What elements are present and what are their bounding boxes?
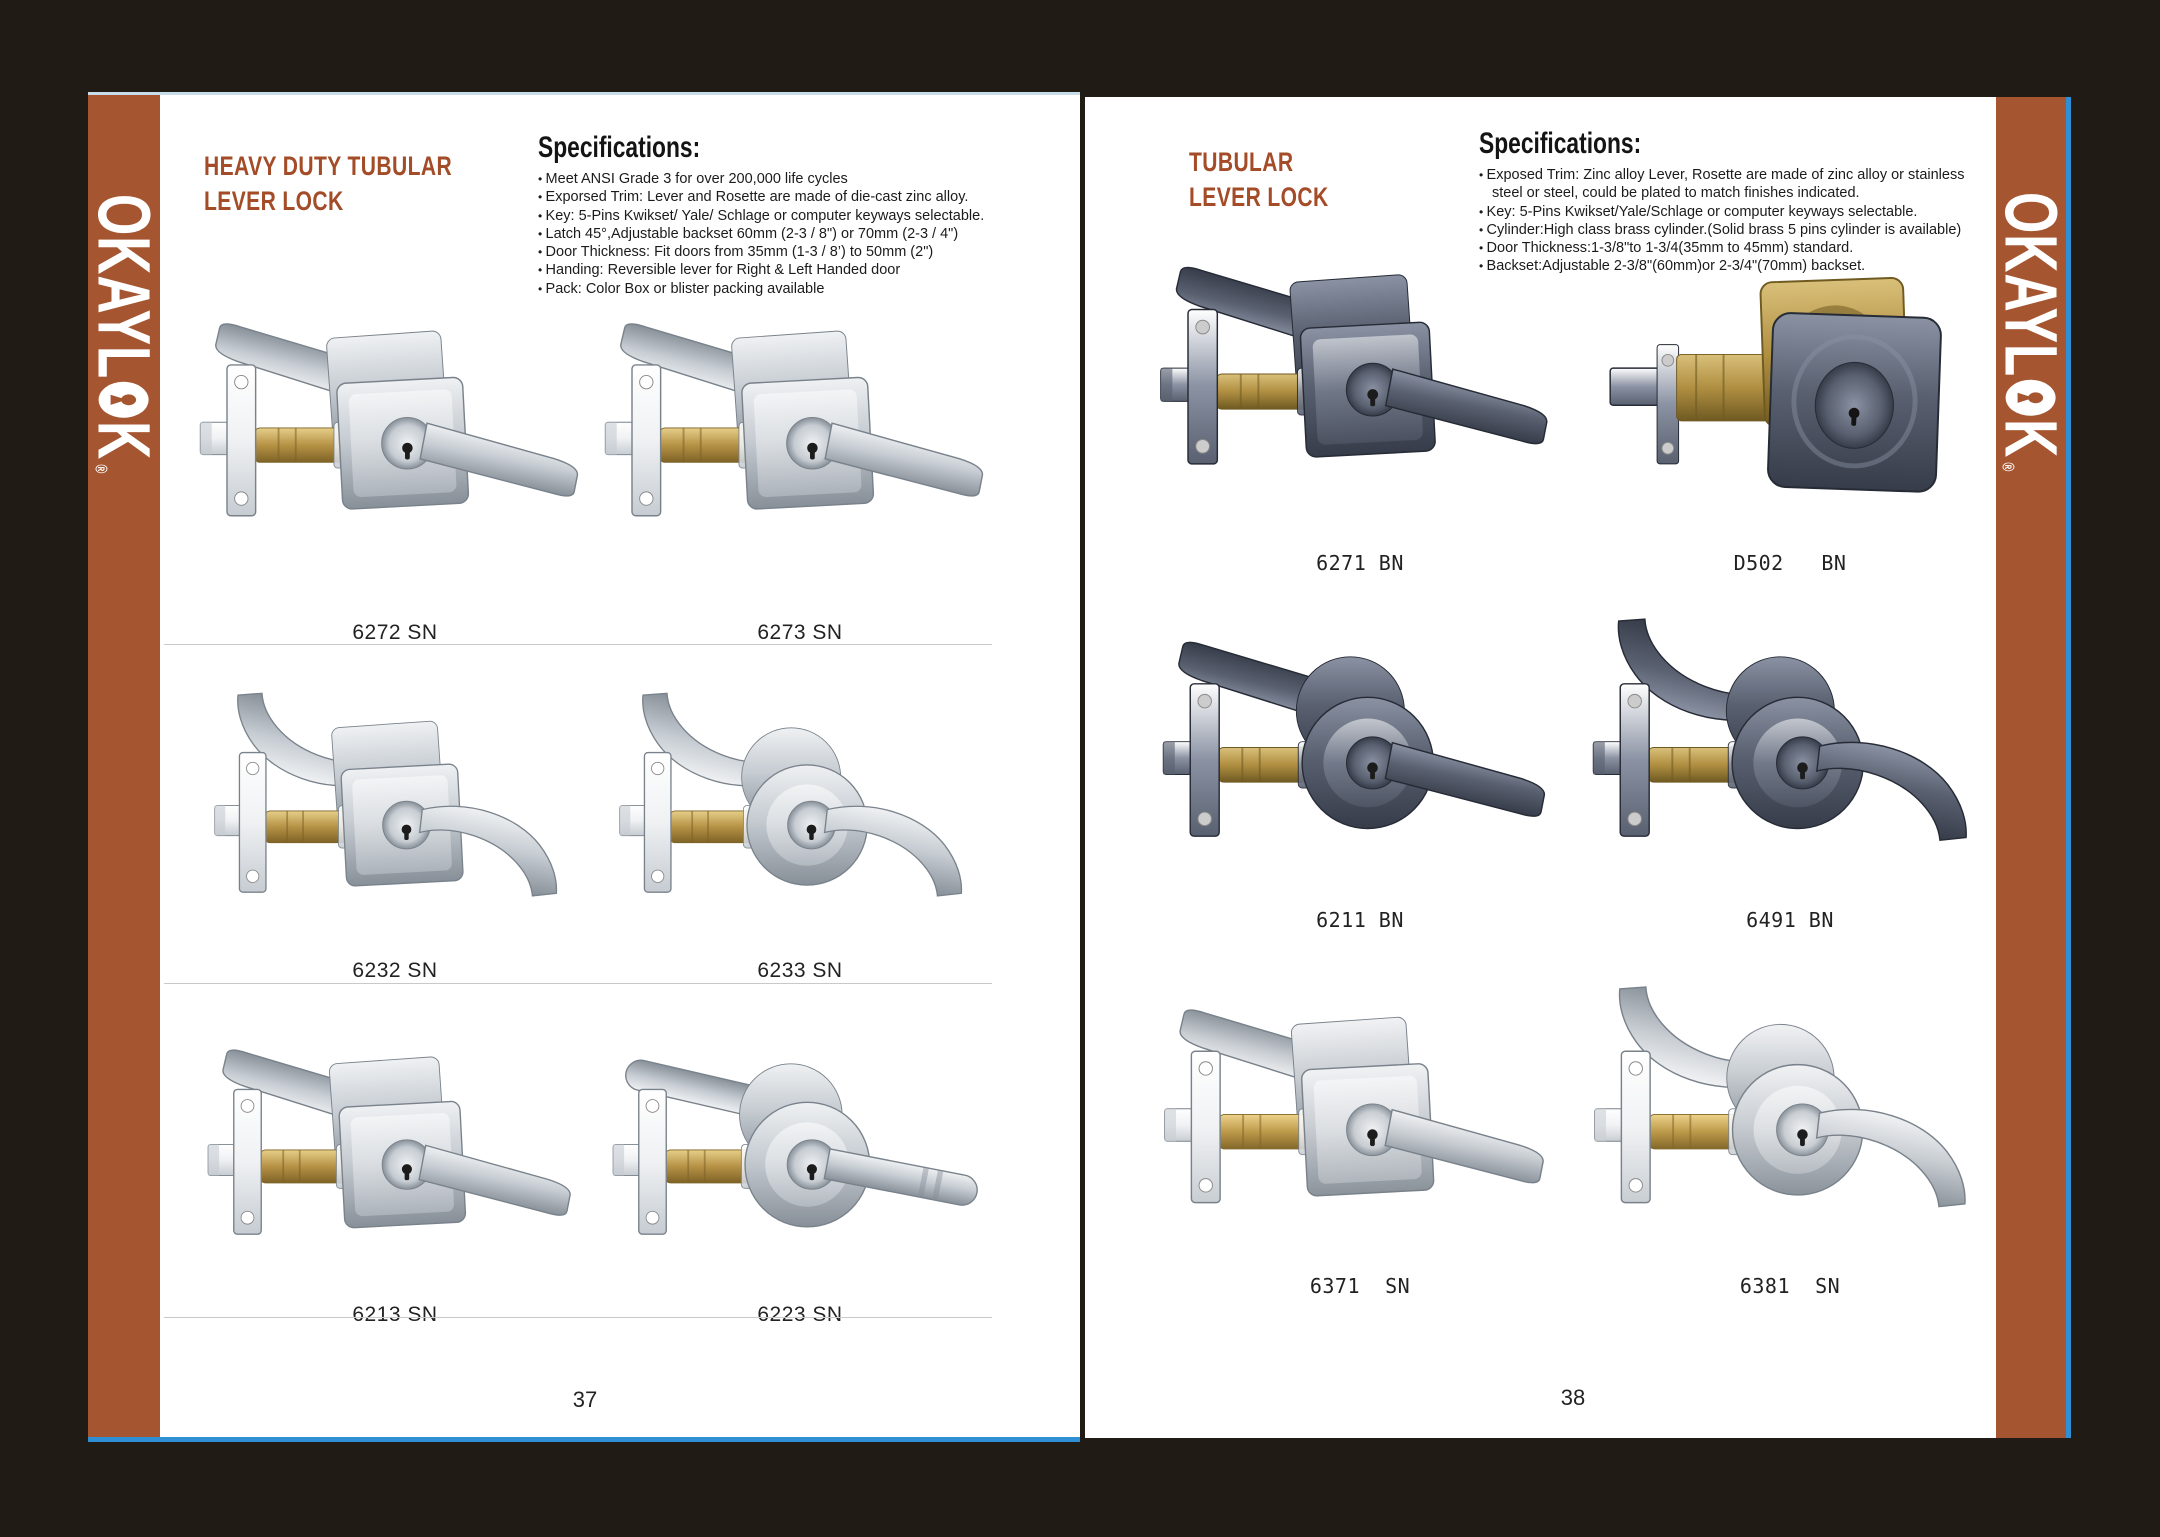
product-model: 6491 BN <box>1746 908 1834 932</box>
product-cell: 6223 SN <box>590 1007 1010 1327</box>
row-divider <box>164 1317 992 1318</box>
specifications-heading: Specifications: <box>538 131 701 164</box>
product-image <box>590 673 1010 947</box>
spec-item: Meet ANSI Grade 3 for over 200,000 life … <box>538 170 1018 188</box>
product-image <box>1575 207 2005 539</box>
product-model: 6371 SN <box>1309 1274 1411 1298</box>
spec-item: Door Thickness:1-3/8"to 1-3/4(35mm to 45… <box>1479 239 1979 257</box>
product-cell: 6272 SN <box>185 245 605 645</box>
product-image <box>1145 965 1575 1262</box>
row-divider <box>164 644 992 645</box>
logo-suffix: K <box>83 420 167 461</box>
product-image <box>185 245 605 609</box>
logo-prefix: OKAYL <box>83 193 167 380</box>
product-model: 6223 SN <box>757 1303 843 1326</box>
product-cell: 6271 BN <box>1145 207 1575 575</box>
product-image <box>1145 207 1575 539</box>
product-cell: 6491 BN <box>1575 597 2005 932</box>
page-title-line2: LEVER LOCK <box>1189 181 1329 212</box>
product-cell: 6233 SN <box>590 673 1010 983</box>
spec-item: Key: 5-Pins Kwikset/ Yale/ Schlage or co… <box>538 207 1018 225</box>
product-model: 6233 SN <box>757 959 843 982</box>
product-cell: 6232 SN <box>185 673 605 983</box>
product-cell: 6371 SN <box>1145 965 1575 1298</box>
product-cell: 6381 SN <box>1575 965 2005 1298</box>
product-model: 6213 SN <box>352 1303 438 1326</box>
spec-item: Key: 5-Pins Kwikset/Yale/Schlage or comp… <box>1479 203 1979 221</box>
page-title-line1: HEAVY DUTY TUBULAR <box>204 151 453 181</box>
specifications-heading: Specifications: <box>1479 127 1642 160</box>
product-model: D502 BN <box>1733 551 1847 575</box>
spec-item: Exporsed Trim: Lever and Rosette are mad… <box>538 188 1018 206</box>
product-image <box>590 1007 1010 1291</box>
page-title: TUBULAR LEVER LOCK <box>1189 145 1329 214</box>
product-model: 6272 SN <box>352 621 438 644</box>
brand-logo: OKAYL K ® <box>1990 167 2074 497</box>
product-model: 6211 BN <box>1316 908 1404 932</box>
spec-item: Latch 45°,Adjustable backset 60mm (2-3 /… <box>538 225 1018 243</box>
product-model: 6273 SN <box>757 621 843 644</box>
brand-strip-right: OKAYL K ® <box>1990 97 2074 1438</box>
product-image <box>185 1007 605 1291</box>
product-cell: 6211 BN <box>1145 597 1575 932</box>
brand-logo: OKAYL K ® <box>83 169 167 499</box>
keyhole-o-icon <box>99 381 150 418</box>
brand-logo-text: OKAYL K ® <box>83 193 167 475</box>
product-model: 6232 SN <box>352 959 438 982</box>
product-cell: 6213 SN <box>185 1007 605 1327</box>
product-image <box>1575 597 2005 896</box>
brand-strip-left: OKAYL K ® <box>83 95 167 1437</box>
spec-item: Backset:Adjustable 2-3/8"(60mm)or 2-3/4"… <box>1479 257 1979 275</box>
spec-item: Cylinder:High class brass cylinder.(Soli… <box>1479 221 1979 239</box>
page-number: 38 <box>1560 1385 1586 1410</box>
product-cell: 6273 SN <box>590 245 1010 645</box>
product-image <box>590 245 1010 609</box>
brand-logo-text: OKAYL K ® <box>1990 191 2074 472</box>
spec-item: Handing: Reversible lever for Right & Le… <box>538 261 1018 279</box>
product-model: 6271 BN <box>1316 551 1404 575</box>
spec-item: Door Thickness: Fit doors from 35mm (1-3… <box>538 243 1018 261</box>
product-image <box>1575 965 2005 1262</box>
page-37: OKAYL K ® HEAVY DUTY TUBULAR LEVER LOCK … <box>83 92 1080 1442</box>
product-image <box>185 673 605 947</box>
spec-item: Exposed Trim: Zinc alloy Lever, Rosette … <box>1479 166 1979 203</box>
logo-suffix: K <box>1990 418 2074 459</box>
spec-item: Pack: Color Box or blister packing avail… <box>538 280 1018 298</box>
product-model: 6381 SN <box>1739 1274 1841 1298</box>
logo-prefix: OKAYL <box>1990 191 2074 378</box>
product-cell: D502 BN <box>1575 207 2005 575</box>
page-number: 37 <box>572 1387 598 1412</box>
specifications: Specifications: Exposed Trim: Zinc alloy… <box>1479 127 1979 276</box>
specifications-list: Exposed Trim: Zinc alloy Lever, Rosette … <box>1479 166 1979 276</box>
specifications: Specifications: Meet ANSI Grade 3 for ov… <box>538 131 1018 298</box>
row-divider <box>164 983 992 984</box>
page-title-line1: TUBULAR <box>1189 147 1294 177</box>
page-title-line2: LEVER LOCK <box>204 185 344 216</box>
registered-mark: ® <box>92 464 112 475</box>
product-image <box>1145 597 1575 896</box>
keyhole-o-icon <box>2006 379 2057 416</box>
specifications-list: Meet ANSI Grade 3 for over 200,000 life … <box>538 170 1018 298</box>
page-38: OKAYL K ® TUBULAR LEVER LOCK Specificati… <box>1085 97 2074 1438</box>
page-title: HEAVY DUTY TUBULAR LEVER LOCK <box>204 149 452 218</box>
